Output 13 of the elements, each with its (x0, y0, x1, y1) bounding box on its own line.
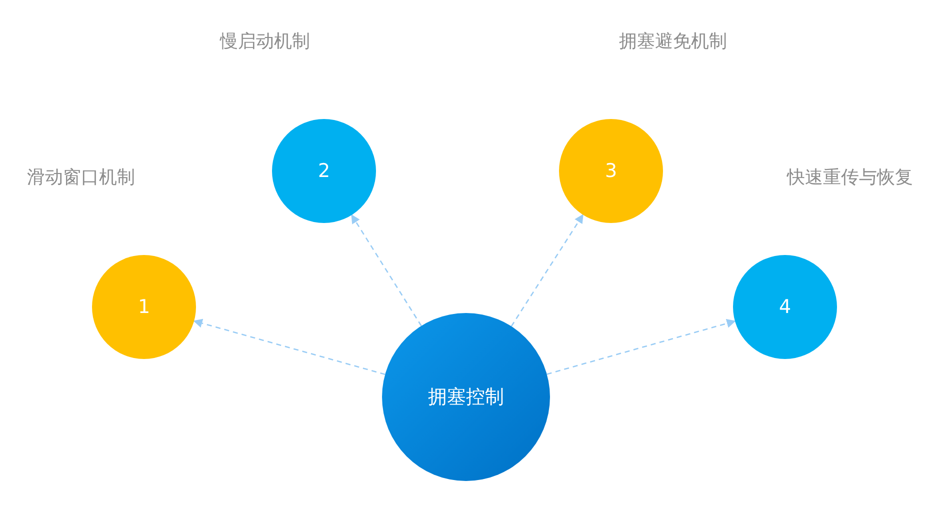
circle-caption: 拥塞避免机制 (619, 30, 727, 53)
number-circle: 1 (92, 255, 196, 359)
number-circle: 3 (559, 119, 663, 223)
arrow (193, 318, 386, 376)
main-circle: 拥塞控制 (382, 313, 550, 481)
number-circle: 2 (272, 119, 376, 223)
circle-caption: 慢启动机制 (220, 30, 310, 53)
number-circle: 4 (733, 255, 837, 359)
circle-caption: 快速重传与恢复 (787, 166, 913, 189)
circle-caption: 滑动窗口机制 (27, 166, 135, 189)
arrow (546, 318, 736, 375)
arrow (510, 214, 584, 327)
arrow (351, 214, 422, 326)
